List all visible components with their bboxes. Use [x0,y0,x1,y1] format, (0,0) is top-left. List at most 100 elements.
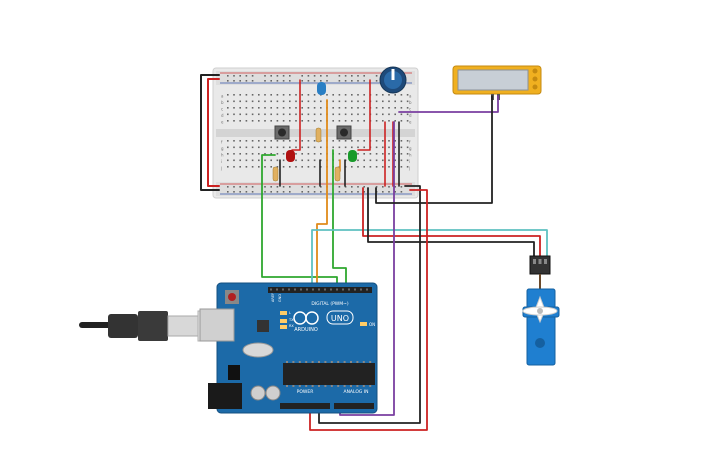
hole [292,361,295,363]
led-blue[interactable] [317,82,326,95]
hole [295,153,297,155]
hole [394,166,396,168]
hole [276,75,279,77]
hole [227,153,229,155]
push-button[interactable] [336,125,352,140]
hole [227,113,229,116]
lcd-module[interactable] [452,65,542,100]
hole [375,186,378,188]
hole [313,113,316,116]
hole [258,94,260,96]
lcd-pin [532,68,538,74]
hole [307,107,310,109]
digital-pins[interactable] [270,288,368,291]
hole [301,186,303,188]
arduino-uno-board[interactable]: ARDUINO UNO DIGITAL (PWM~) POWER ANALOG … [199,282,378,414]
wire-red-rail [207,78,220,187]
hole [324,361,327,363]
hole [406,113,409,116]
hole [332,113,334,116]
hole [276,113,279,116]
resistor[interactable] [272,166,279,182]
hole [301,166,303,168]
potentiometer[interactable] [379,66,407,94]
wire-red-jumper [357,79,371,151]
hole [338,94,341,96]
hole [343,385,346,387]
row-letter: a [409,94,412,99]
hole [276,120,279,122]
hole [276,94,279,96]
hole [344,140,347,142]
hole [258,107,260,109]
hole [338,75,341,77]
hole [400,186,403,188]
resistor[interactable] [334,166,341,182]
hole [388,186,390,188]
hole [276,146,279,149]
analog-header-label: ANALOG IN [343,389,368,395]
hole [276,191,279,193]
hole [289,113,291,116]
hole [344,75,347,77]
hole [276,100,279,103]
hole [289,94,291,96]
hole [276,159,279,162]
hole [318,288,320,291]
hole [282,100,285,103]
hole [306,288,308,291]
servo-motor[interactable] [522,255,560,366]
hole [336,288,338,291]
hole [363,100,365,103]
hole [375,113,378,116]
hole [239,186,241,188]
led-green[interactable] [348,150,357,162]
hole [382,140,384,142]
hole [239,153,241,155]
hole [239,146,241,149]
tx-label: TX [288,318,294,322]
hole [295,94,297,96]
hole [276,80,279,82]
hole [400,146,403,149]
hole [251,75,254,77]
hole [351,191,353,193]
hole [264,146,266,149]
push-button[interactable] [274,125,290,140]
hole [394,191,396,193]
hole [357,140,359,142]
hole [400,153,403,155]
hole [233,166,235,168]
hole [366,288,368,291]
hole [400,159,403,162]
hole [344,107,347,109]
hole [382,113,384,116]
hole [295,100,297,103]
hole [295,120,297,122]
hole [363,107,365,109]
hole [307,159,310,162]
hole [233,146,235,149]
hole [227,186,229,188]
hole [227,191,229,193]
hole [251,120,254,122]
hole [363,159,365,162]
hole [388,146,390,149]
wire-red-power [309,189,428,431]
hole [258,120,260,122]
wire-black-rail [200,74,220,191]
hole [233,159,235,162]
wire-purple [398,95,499,113]
resistor[interactable] [315,127,322,143]
hole [324,288,326,291]
hole [363,146,365,149]
led-red[interactable] [286,150,295,162]
hole [270,80,272,82]
arduino-model-label: UNO [331,314,349,323]
hole [301,113,303,116]
hole [307,94,310,96]
hole [264,120,266,122]
hole [227,107,229,109]
hole [330,361,333,363]
